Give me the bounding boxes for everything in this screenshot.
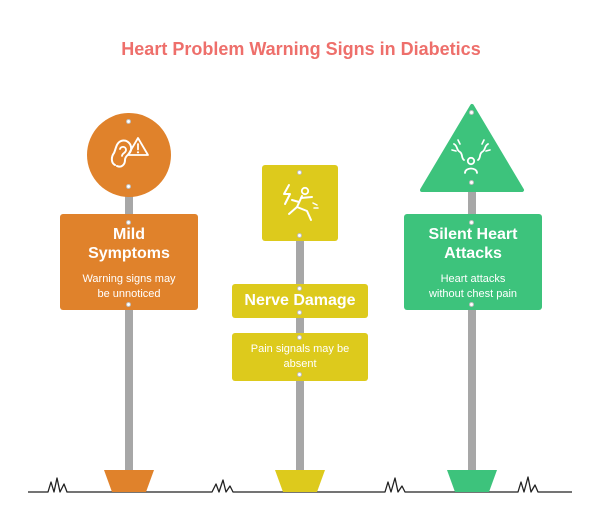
- bolt-dot: [297, 170, 302, 175]
- bolt-dot: [126, 302, 131, 307]
- ear-warning-icon: [110, 137, 149, 168]
- bolt-dot: [469, 302, 474, 307]
- bolt-dot: [297, 372, 302, 377]
- bolt-dot: [297, 310, 302, 315]
- bolt-dot: [297, 335, 302, 340]
- base-mild-symptoms: [104, 470, 154, 492]
- bolt-dot: [126, 119, 131, 124]
- sign-description: absent: [283, 358, 317, 370]
- ground-line: [28, 476, 572, 493]
- icon-plate-nerve-damage: [262, 165, 338, 241]
- sign-description: Heart attacks: [440, 273, 506, 285]
- sign-nerve-damage-description: Pain signals may be absent: [232, 333, 368, 381]
- bolt-dot: [469, 180, 474, 185]
- sign-mild-symptoms: Mild Symptoms Warning signs may be unnot…: [60, 214, 198, 310]
- page-title: Heart Problem Warning Signs in Diabetics: [121, 39, 481, 59]
- person-alert-icon: [451, 139, 491, 174]
- sign-silent-heart-attacks: Silent Heart Attacks Heart attacks witho…: [404, 214, 542, 310]
- bolt-dot: [126, 184, 131, 189]
- sign-description: without chest pain: [428, 288, 518, 300]
- bolt-dot: [469, 110, 474, 115]
- sign-description: be unnoticed: [97, 288, 161, 300]
- bolt-dot: [297, 286, 302, 291]
- sign-title: Mild: [113, 226, 145, 243]
- sign-title: Symptoms: [88, 245, 170, 262]
- bolt-dot: [297, 233, 302, 238]
- sign-description: Warning signs may: [82, 273, 176, 285]
- warning-triangle-plate: [420, 104, 524, 192]
- sign-description: Pain signals may be: [250, 343, 350, 355]
- base-nerve-damage: [275, 470, 325, 492]
- bolt-dot: [469, 220, 474, 225]
- pole-nerve-damage: [296, 170, 304, 475]
- sign-title: Silent Heart: [428, 226, 518, 243]
- electric-shock-fall-icon: [283, 184, 319, 221]
- sign-title: Attacks: [444, 245, 502, 262]
- base-silent-heart-attacks: [447, 470, 497, 492]
- bolt-dot: [126, 220, 131, 225]
- sign-title: Nerve Damage: [244, 292, 356, 309]
